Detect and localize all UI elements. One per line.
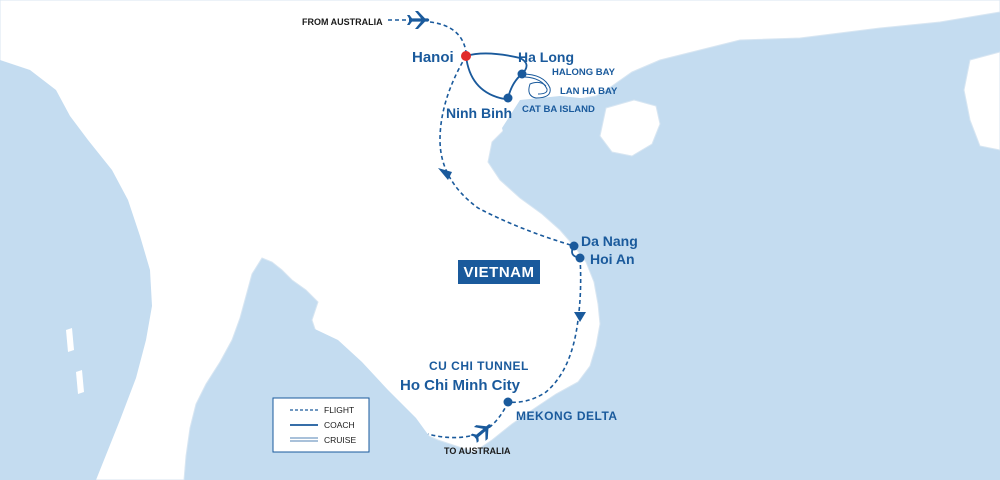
direction-arrow-icon [574, 312, 586, 322]
route-cruise-halong-bay [521, 73, 551, 99]
label-ninh-binh: Ninh Binh [446, 105, 512, 121]
route-flight-from-australia [388, 19, 467, 53]
phu-quoc-island [436, 418, 446, 432]
location-marker-icon [569, 241, 579, 251]
country-label: VIETNAM [464, 264, 535, 281]
route-coach-hanoi-halong [465, 52, 528, 75]
philippines-corner [963, 51, 1000, 151]
label-to-australia: TO AUSTRALIA [444, 446, 511, 456]
andaman-islands [66, 328, 84, 394]
gulf-of-tonkin [502, 96, 624, 170]
label-ho-chi-minh-city: Ho Chi Minh City [400, 377, 521, 394]
label-ha-long: Ha Long [518, 49, 574, 65]
direction-arrow-icon [438, 168, 452, 180]
hainan-island [599, 99, 661, 157]
label-mekong-delta: MEKONG DELTA [516, 409, 618, 423]
label-from-australia: FROM AUSTRALIA [302, 17, 383, 27]
label-lan-ha-bay: LAN HA BAY [560, 86, 618, 97]
label-halong-bay: HALONG BAY [552, 67, 616, 78]
route-flight-hoian-hcmc [507, 257, 582, 404]
legend-coach-label: COACH [324, 420, 355, 430]
location-marker-icon [517, 69, 527, 79]
label-da-nang: Da Nang [581, 233, 638, 249]
location-marker-icon [503, 93, 513, 103]
label-hanoi: Hanoi [412, 49, 454, 66]
hanoi-marker [461, 51, 471, 61]
label-hoi-an: Hoi An [590, 251, 635, 267]
bay-of-bengal [0, 60, 152, 480]
label-cat-ba-island: CAT BA ISLAND [522, 104, 595, 115]
legend-flight-label: FLIGHT [324, 405, 354, 415]
route-cruise-halong-bay-inner [524, 76, 548, 95]
label-cu-chi-tunnel: CU CHI TUNNEL [429, 359, 529, 373]
location-marker-icon [503, 397, 513, 407]
location-marker-icon [575, 253, 585, 263]
country-label-box [458, 260, 540, 284]
legend: FLIGHT COACH CRUISE [272, 397, 370, 453]
legend-cruise-label: CRUISE [324, 435, 356, 445]
legend-box [272, 397, 370, 453]
